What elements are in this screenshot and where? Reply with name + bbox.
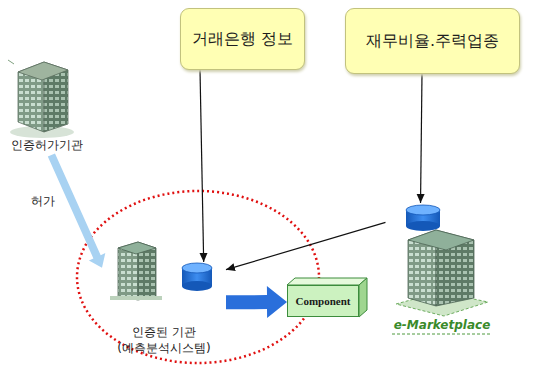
node-label: Component (295, 295, 350, 307)
yellow-box: 거래은행 정보 (180, 8, 305, 70)
node-label: e-Marketplace (394, 318, 491, 332)
component-box: Component (287, 285, 359, 317)
yellow-box: 재무비율.주력업종 (345, 8, 520, 74)
database-cylinder (182, 263, 212, 291)
component-box-faces (287, 278, 367, 317)
edge-label: 허가 (29, 193, 57, 210)
node-label: 재무비율.주력업종 (366, 31, 499, 52)
institution-node: 인증된 기관 (예측분석시스템) (102, 262, 226, 358)
node-label: 거래은행 정보 (192, 29, 293, 50)
dashed-underline (392, 334, 492, 335)
marketplace-node: e-Marketplace (386, 203, 499, 332)
block-arrow (48, 153, 106, 267)
block-arrow (226, 286, 287, 318)
node-label: 인증허가기관 (11, 137, 83, 154)
building-icon (396, 230, 488, 316)
database-cylinder (406, 205, 440, 231)
arrow-line (226, 222, 386, 269)
arrow-line (200, 70, 204, 262)
node-label: 인증된 기관 (예측분석시스템) (110, 324, 218, 356)
scope-circle (77, 191, 319, 363)
arrow-line (421, 74, 422, 203)
building-icon (110, 242, 162, 300)
institution-node: 인증허가기관 (3, 58, 91, 155)
building-icon (8, 60, 74, 138)
